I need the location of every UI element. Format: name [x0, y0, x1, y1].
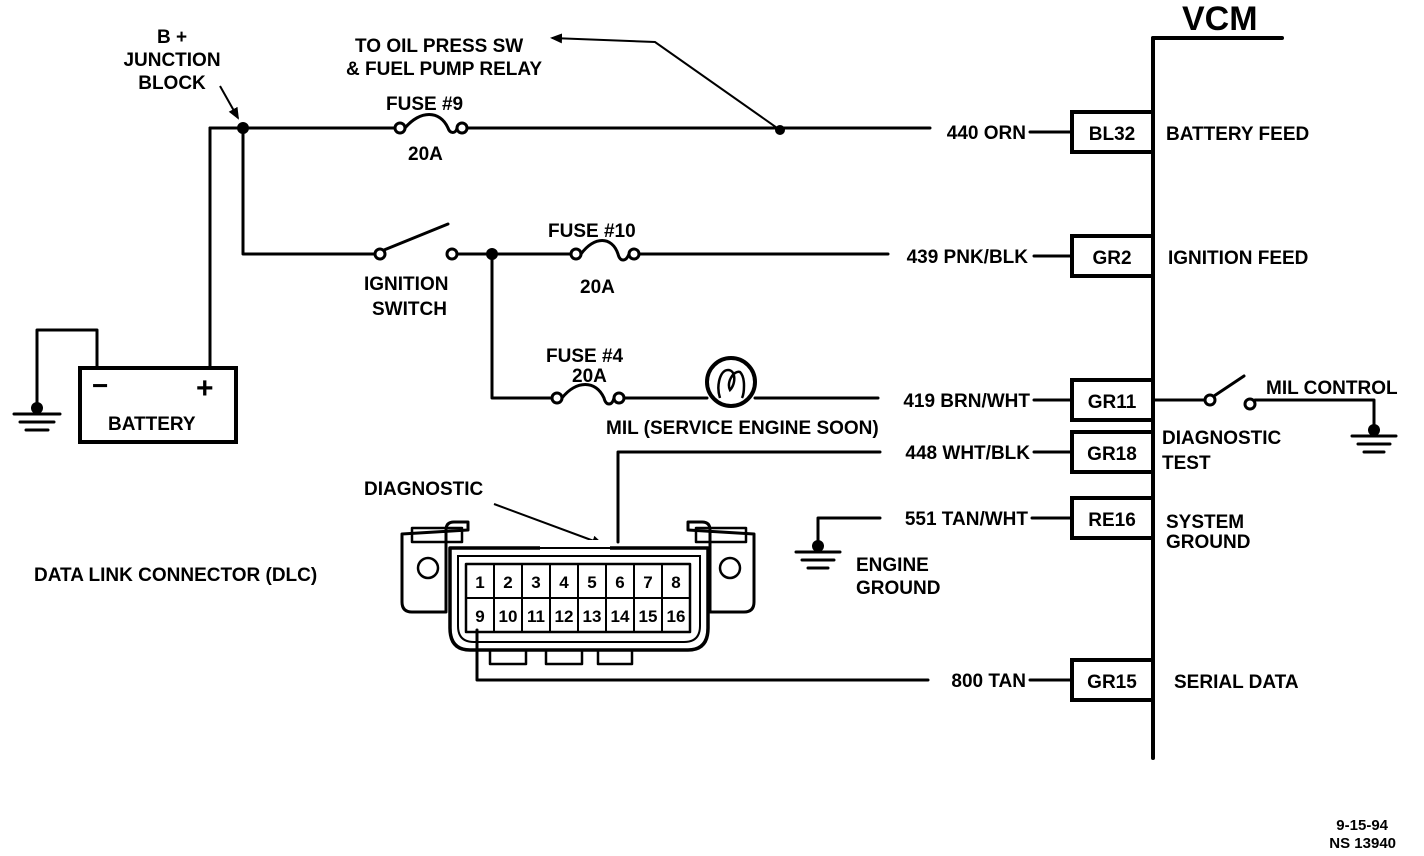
svg-text:GROUND: GROUND: [856, 578, 940, 599]
dlc-pin-5: 5: [587, 573, 596, 592]
svg-text:SWITCH: SWITCH: [372, 299, 447, 320]
desc-system: SYSTEM: [1166, 512, 1244, 533]
desc-ground: GROUND: [1166, 532, 1250, 553]
svg-text:BLOCK: BLOCK: [138, 73, 206, 94]
ignition-switch-label: IGNITION: [364, 274, 448, 295]
desc-test: TEST: [1162, 453, 1211, 474]
footer: 9-15-94 NS 13940: [1329, 817, 1396, 852]
splice-dot: [775, 125, 785, 135]
wire-440: 440 ORN: [947, 123, 1026, 144]
dlc-pin-6: 6: [615, 573, 624, 592]
dlc-pin-9: 9: [475, 607, 484, 626]
fuse-10: FUSE #10 20A: [548, 221, 1074, 298]
oil-pressure-note: TO OIL PRESS SW & FUEL PUMP RELAY: [346, 33, 781, 131]
footer-ref: NS 13940: [1329, 835, 1396, 852]
footer-date: 9-15-94: [1336, 817, 1388, 834]
wire-419: 419 BRN/WHT: [903, 391, 1030, 412]
fuse-10-rating: 20A: [580, 277, 615, 298]
fuse-9: FUSE #9 20A: [386, 94, 469, 165]
dlc-pin-3: 3: [531, 573, 540, 592]
mil-control-label: MIL CONTROL: [1266, 378, 1398, 399]
mil-control-switch: MIL CONTROL: [1151, 374, 1398, 454]
fuse-4-branch: FUSE #4 20A: [490, 252, 709, 406]
desc-ignition-feed: IGNITION FEED: [1168, 248, 1308, 269]
mil-lamp: MIL (SERVICE ENGINE SOON): [606, 356, 1074, 439]
wire-800: 800 TAN: [951, 671, 1026, 692]
circuit-labels: 440 ORN 439 PNK/BLK 419 BRN/WHT 448 WHT/…: [903, 123, 1030, 692]
vcm-terminals: BL32 GR2 GR11 GR18 RE16 GR15: [1070, 110, 1155, 702]
desc-serial-data: SERIAL DATA: [1174, 672, 1299, 693]
dlc-connector: [400, 520, 756, 666]
svg-text:B +: B +: [157, 27, 187, 48]
wire-439: 439 PNK/BLK: [907, 247, 1029, 268]
vcm-module: VCM: [1151, 0, 1284, 760]
battery-positive: +: [196, 372, 214, 405]
terminal-re16: RE16: [1088, 510, 1136, 531]
fuse-9-label: FUSE #9: [386, 94, 463, 115]
dlc-pin-7: 7: [643, 573, 652, 592]
serial-data-wire: [475, 628, 1074, 682]
junction-block-label: B + JUNCTION BLOCK: [123, 27, 239, 120]
dlc-pin-12: 12: [555, 607, 574, 626]
dlc-title: DATA LINK CONNECTOR (DLC): [34, 565, 317, 586]
wire-448: 448 WHT/BLK: [905, 443, 1030, 464]
terminal-gr11: GR11: [1088, 392, 1137, 413]
mil-label: MIL (SERVICE ENGINE SOON): [606, 418, 879, 439]
engine-ground-label: ENGINE: [856, 555, 929, 576]
desc-battery-feed: BATTERY FEED: [1166, 124, 1309, 145]
ignition-branch: IGNITION SWITCH: [241, 126, 574, 320]
svg-text:JUNCTION: JUNCTION: [123, 50, 220, 71]
terminal-bl32: BL32: [1089, 124, 1135, 145]
dlc-pin-2: 2: [503, 573, 512, 592]
diagnostic-test-wire: [616, 450, 1074, 544]
dlc-pins: 1 2 3 4 5 6 7 8 9 10 11 12 13 14 15 16: [475, 573, 685, 626]
dlc-pointer: DIAGNOSTIC: [364, 479, 604, 546]
dlc-pin-10: 10: [499, 607, 518, 626]
dlc-pin-8: 8: [671, 573, 680, 592]
svg-text:& FUEL PUMP RELAY: & FUEL PUMP RELAY: [346, 59, 542, 80]
battery-negative: −: [92, 370, 108, 401]
dlc-pin-15: 15: [639, 607, 658, 626]
fuse-4-label: FUSE #4: [546, 346, 624, 367]
dlc-pin-16: 16: [667, 607, 686, 626]
dlc-pin-1: 1: [475, 573, 484, 592]
dlc-pin-13: 13: [583, 607, 602, 626]
terminal-gr15: GR15: [1087, 672, 1137, 693]
terminal-gr2: GR2: [1092, 248, 1131, 269]
fuse-4-rating: 20A: [572, 366, 607, 387]
desc-diagnostic: DIAGNOSTIC: [1162, 428, 1282, 449]
battery-feed-wire: [208, 122, 1074, 135]
fuse-9-rating: 20A: [408, 144, 443, 165]
terminal-gr18: GR18: [1087, 444, 1137, 465]
vcm-title: VCM: [1182, 0, 1258, 38]
wire-551: 551 TAN/WHT: [905, 509, 1029, 530]
dlc-pin-4: 4: [559, 573, 569, 592]
engine-ground: ENGINE GROUND: [794, 516, 1074, 599]
dlc-pointer-label: DIAGNOSTIC: [364, 479, 484, 500]
fuse-10-label: FUSE #10: [548, 221, 636, 242]
battery: − + BATTERY: [12, 328, 238, 444]
svg-text:TO OIL PRESS SW: TO OIL PRESS SW: [355, 36, 523, 57]
vcm-descriptions: BATTERY FEED IGNITION FEED DIAGNOSTIC TE…: [1162, 124, 1309, 693]
dlc-pin-14: 14: [611, 607, 630, 626]
dlc-pin-11: 11: [527, 607, 545, 626]
battery-label: BATTERY: [108, 414, 196, 435]
